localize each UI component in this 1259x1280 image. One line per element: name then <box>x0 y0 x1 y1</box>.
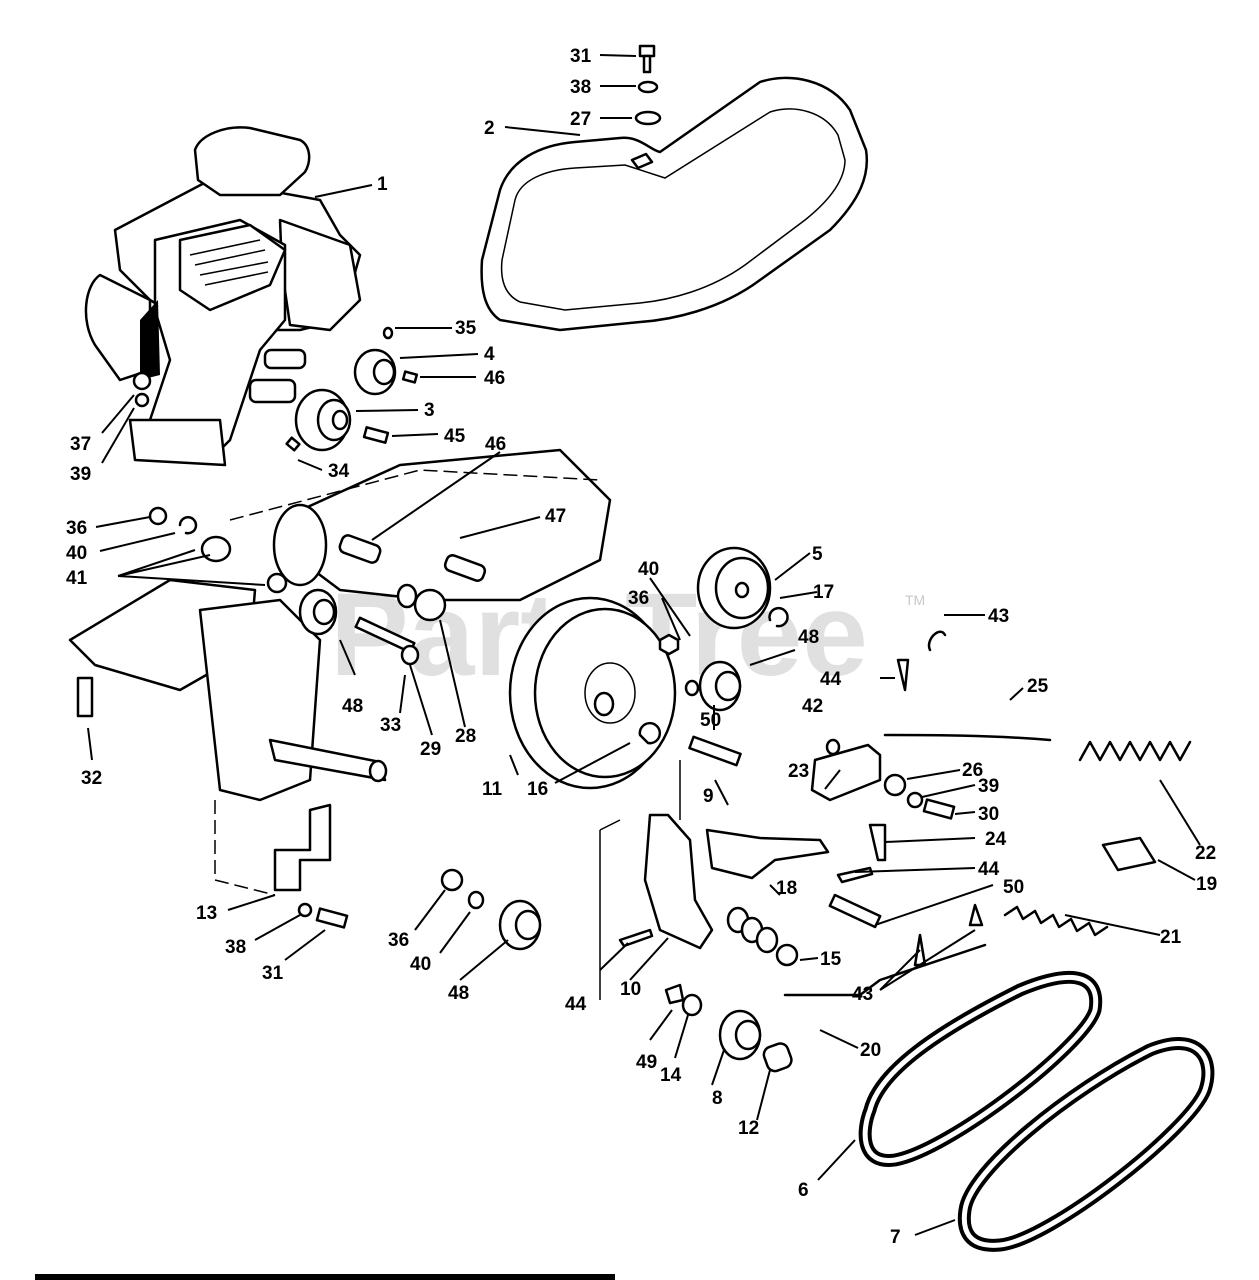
callout-7: 7 <box>890 1227 901 1248</box>
callout-6: 6 <box>798 1180 809 1201</box>
callout-16: 16 <box>527 779 548 800</box>
callout-31: 31 <box>570 46 592 67</box>
watermark-trademark: TM <box>905 592 925 608</box>
callout-5: 5 <box>812 544 823 565</box>
callout-2: 2 <box>484 118 495 139</box>
callout-36c: 36 <box>388 930 409 951</box>
callout-33: 33 <box>380 715 401 736</box>
callout-45: 45 <box>444 426 466 447</box>
callout-41: 41 <box>66 568 88 589</box>
callout-37: 37 <box>70 434 91 455</box>
brackets-drawing <box>599 735 882 1000</box>
callout-11: 11 <box>482 779 503 800</box>
callout-47: 47 <box>545 506 566 527</box>
footer-strip <box>35 1274 615 1280</box>
callout-36b: 36 <box>628 588 649 609</box>
callout-28: 28 <box>455 726 476 747</box>
callout-38b: 38 <box>225 937 246 958</box>
callout-23: 23 <box>788 761 809 782</box>
callout-3: 3 <box>424 400 435 421</box>
callout-46: 46 <box>484 368 505 389</box>
callout-26: 26 <box>962 760 983 781</box>
frame-assembly-drawing <box>68 448 612 896</box>
callout-50b: 50 <box>1003 877 1024 898</box>
callout-29: 29 <box>420 739 441 760</box>
callout-36: 36 <box>66 518 87 539</box>
callout-50: 50 <box>700 710 721 731</box>
callout-14: 14 <box>660 1065 682 1086</box>
callout-22: 22 <box>1195 843 1216 864</box>
belts-drawing <box>858 970 1215 1252</box>
belt-cover-drawing <box>480 76 869 332</box>
callout-44c: 44 <box>565 994 587 1015</box>
leader-lines <box>87 54 1201 1236</box>
callout-48b: 48 <box>798 627 819 648</box>
callout-38: 38 <box>570 77 591 98</box>
callout-1: 1 <box>377 174 388 195</box>
callout-27: 27 <box>570 109 591 130</box>
callout-35: 35 <box>455 318 477 339</box>
callout-15: 15 <box>820 949 842 970</box>
callout-48c: 48 <box>448 983 469 1004</box>
callout-34: 34 <box>328 461 350 482</box>
callout-44b: 44 <box>978 859 1000 880</box>
hardware-drawing <box>297 738 956 967</box>
callout-49: 49 <box>636 1052 657 1073</box>
callout-13: 13 <box>196 903 217 924</box>
pulleys-drawing <box>498 546 793 1073</box>
cover-fasteners-drawing <box>634 44 662 126</box>
callout-4: 4 <box>484 344 495 365</box>
callout-39b: 39 <box>978 776 999 797</box>
callout-19: 19 <box>1196 874 1217 895</box>
callout-24: 24 <box>985 829 1007 850</box>
callout-17: 17 <box>813 582 834 603</box>
callout-43b: 43 <box>852 984 873 1005</box>
callout-48: 48 <box>342 696 363 717</box>
callout-40: 40 <box>66 543 87 564</box>
callout-42: 42 <box>802 696 823 717</box>
callout-40b: 40 <box>638 559 659 580</box>
callout-8: 8 <box>712 1088 723 1109</box>
callout-31b: 31 <box>262 963 284 984</box>
callout-10: 10 <box>620 979 641 1000</box>
callout-32: 32 <box>81 768 102 789</box>
engine-drawing <box>84 126 362 467</box>
callout-25: 25 <box>1027 676 1049 697</box>
callout-9: 9 <box>703 786 714 807</box>
callout-40c: 40 <box>410 954 431 975</box>
springs-and-rods-drawing <box>783 630 1192 997</box>
callout-44: 44 <box>820 669 842 690</box>
callout-20: 20 <box>860 1040 881 1061</box>
callout-12: 12 <box>738 1118 759 1139</box>
engine-pulleys-drawing <box>285 326 419 452</box>
callout-43: 43 <box>988 606 1009 627</box>
callout-39: 39 <box>70 464 91 485</box>
callout-18: 18 <box>776 878 797 899</box>
callout-21: 21 <box>1160 927 1182 948</box>
callout-46b: 46 <box>485 434 506 455</box>
callout-30: 30 <box>978 804 999 825</box>
callout-labels: 1 2 3 4 5 6 7 8 9 10 11 12 13 14 15 16 1… <box>66 46 1217 1248</box>
